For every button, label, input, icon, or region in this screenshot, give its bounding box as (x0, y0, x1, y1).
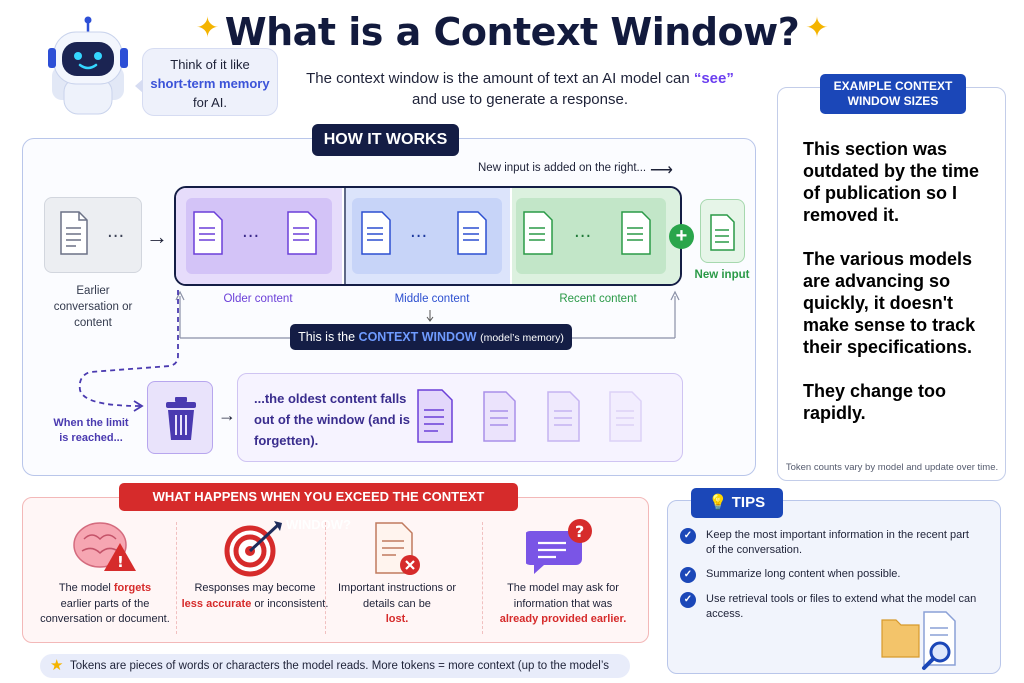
limit-dashed-arrow (78, 290, 179, 412)
subtitle-text-2: and use to generate a response. (412, 91, 628, 108)
subtitle-highlight: “see” (693, 70, 734, 87)
pill-prefix: This is the (298, 330, 356, 344)
document-icon (710, 214, 735, 251)
svg-text:!: ! (117, 553, 124, 571)
sizes-note-paragraph: The various models are advancing so quic… (803, 249, 976, 357)
earlier-content-box: ··· (44, 197, 142, 273)
forget-text: ...the oldest content falls out of the w… (254, 391, 410, 448)
middle-segment: ··· (344, 188, 510, 284)
exceed-text: Important instructions or details can be… (338, 582, 456, 625)
document-x-icon (375, 522, 420, 575)
fading-documents-icon (417, 389, 642, 443)
check-icon: ✓ (680, 592, 696, 608)
exceed-item: ? The model may ask for information that… (488, 517, 638, 637)
limit-label: When the limit is reached... (53, 417, 129, 444)
forgotten-content-box (237, 373, 683, 462)
bubble-text-2: for AI. (193, 95, 227, 110)
chat-question-icon: ? (526, 519, 592, 574)
recent-segment: ··· (512, 188, 680, 284)
tip-text: Use retrieval tools or files to extend w… (706, 593, 977, 620)
bubble-text: Think of it like (170, 57, 250, 72)
sizes-footnote: Token counts vary by model and update ov… (785, 462, 999, 473)
speech-bubble: Think of it like short-term memory for A… (135, 48, 278, 116)
how-it-works-tab: HOW IT WORKS (312, 124, 459, 156)
arrow-right-icon: ⟶ (650, 162, 673, 179)
sizes-note: This section was outdated by the time of… (803, 138, 999, 446)
divider (482, 522, 483, 634)
tip-text: Keep the most important information in t… (706, 529, 969, 556)
bracket-lines (175, 290, 680, 339)
tips-tab: 💡 TIPS (691, 488, 783, 518)
bubble-highlight: short-term memory (150, 76, 270, 91)
context-window-box: ··· ··· ··· (174, 186, 682, 286)
svg-text:···: ··· (107, 226, 124, 247)
sparkle-icon: ✦ (805, 11, 829, 44)
exceed-text: The model may ask for information that w… (499, 582, 627, 625)
new-input-note: New input is added on the right... (478, 162, 647, 174)
sizes-note-paragraph: This section was outdated by the time of… (803, 139, 980, 225)
plus-icon: + (669, 224, 694, 249)
recent-content-label: Recent content (559, 293, 637, 305)
example-sizes-panel (777, 87, 1006, 481)
tip-item: ✓ Summarize long content when possible. (680, 567, 980, 583)
subtitle: The context window is the amount of text… (300, 68, 740, 110)
sizes-note-paragraph: They change too rapidly. (803, 381, 947, 423)
svg-text:?: ? (575, 522, 584, 541)
document-icon: ··· (60, 211, 124, 255)
subtitle-text: The context window is the amount of text… (306, 70, 690, 87)
exceed-tab: WHAT HAPPENS WHEN YOU EXCEED THE CONTEXT… (119, 483, 518, 532)
new-input-label: New input (694, 269, 750, 281)
page-title: ✦What is a Context Window?✦ (0, 10, 1024, 54)
robot-icon (48, 16, 128, 115)
trash-box (147, 381, 213, 454)
tip-item: ✓ Keep the most important information in… (680, 528, 980, 558)
check-icon: ✓ (680, 528, 696, 544)
pill-highlight: CONTEXT WINDOW (358, 330, 477, 344)
svg-text:···: ··· (242, 226, 259, 247)
earlier-content-label: Earlier conversation or content (53, 285, 133, 329)
context-window-pill: This is the CONTEXT WINDOW (model’s memo… (290, 324, 572, 350)
divider (176, 522, 177, 634)
title-text: What is a Context Window? (224, 10, 800, 54)
svg-text:···: ··· (410, 226, 427, 247)
token-note: ★ Tokens are pieces of words or characte… (40, 654, 630, 678)
trash-icon (166, 397, 196, 440)
new-input-box (700, 199, 745, 263)
lightbulb-icon: 💡 (708, 494, 728, 511)
arrow-right-icon: → (146, 224, 168, 249)
tips-title: TIPS (731, 494, 766, 511)
svg-text:···: ··· (574, 226, 591, 247)
older-content-label: Older content (223, 293, 293, 305)
tip-item: ✓ Use retrieval tools or files to extend… (680, 592, 980, 622)
middle-content-label: Middle content (394, 293, 470, 305)
tip-text: Summarize long content when possible. (706, 568, 901, 580)
example-sizes-tab: EXAMPLE CONTEXT WINDOW SIZES (820, 74, 966, 114)
token-note-text: Tokens are pieces of words or characters… (70, 660, 609, 672)
arrow-right-icon: → (218, 405, 236, 425)
target-icon (224, 521, 282, 577)
exceed-item: Important instructions or details can be… (322, 517, 472, 637)
brain-warning-icon: ! (73, 522, 136, 571)
divider (325, 522, 326, 634)
sparkle-icon: ✦ (195, 11, 219, 44)
pill-suffix: (model’s memory) (480, 332, 564, 344)
older-segment: ··· (176, 188, 342, 284)
star-icon: ★ (50, 657, 64, 674)
folder-search-icon (881, 611, 956, 670)
check-icon: ✓ (680, 567, 696, 583)
